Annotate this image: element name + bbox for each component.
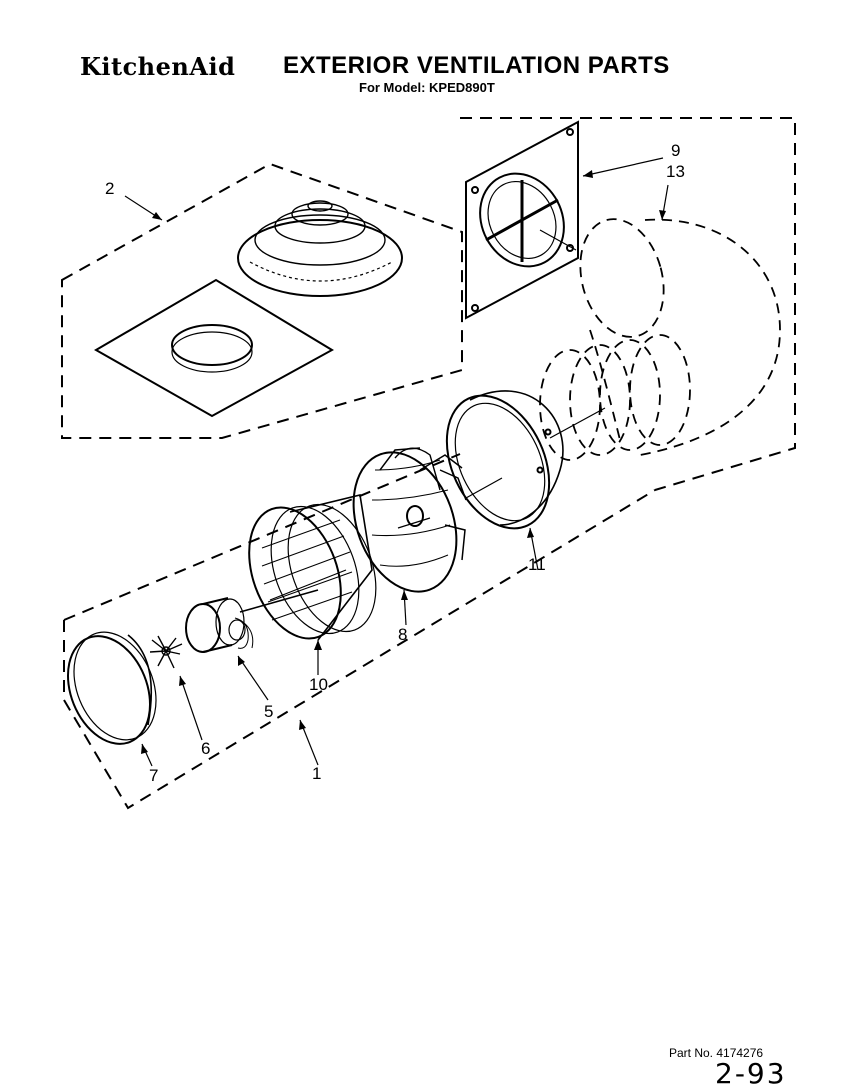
callout-5: 5 bbox=[264, 702, 273, 721]
callout-arrowheads bbox=[141, 170, 666, 754]
roof-flashing-part bbox=[93, 278, 335, 418]
blower-wheel-part bbox=[352, 447, 467, 593]
cooling-fan-part bbox=[149, 635, 183, 669]
callout-8: 8 bbox=[398, 625, 407, 644]
callout-1: 1 bbox=[312, 764, 321, 783]
group-9-boundary bbox=[460, 117, 796, 491]
revision-date: 2-93 bbox=[715, 1057, 787, 1090]
callout-11: 11 bbox=[528, 555, 546, 574]
callout-6: 6 bbox=[201, 739, 210, 758]
model-subtitle: For Model: KPED890T bbox=[359, 80, 495, 95]
fan-housing-part bbox=[248, 494, 377, 641]
wall-plate-part bbox=[465, 120, 579, 320]
group-2-boundary bbox=[61, 162, 463, 439]
callout-9: 9 bbox=[671, 141, 680, 160]
callout-leaders bbox=[124, 157, 669, 767]
callout-13: 13 bbox=[666, 162, 685, 181]
callout-7: 7 bbox=[149, 766, 158, 785]
brand-logo: KitchenAid bbox=[80, 52, 236, 81]
callout-10: 10 bbox=[309, 675, 328, 694]
front-cover-part bbox=[66, 631, 157, 745]
motor-part bbox=[185, 589, 319, 653]
page-title: EXTERIOR VENTILATION PARTS bbox=[283, 52, 670, 79]
callout-2: 2 bbox=[105, 179, 114, 198]
assembly-axis-lines bbox=[269, 229, 606, 601]
discharge-ring-part bbox=[445, 390, 564, 530]
part-number: Part No. 4174276 bbox=[669, 1046, 764, 1060]
group-1-boundary bbox=[63, 453, 656, 810]
flex-duct-part bbox=[539, 218, 781, 461]
roof-cap-part bbox=[237, 200, 403, 297]
